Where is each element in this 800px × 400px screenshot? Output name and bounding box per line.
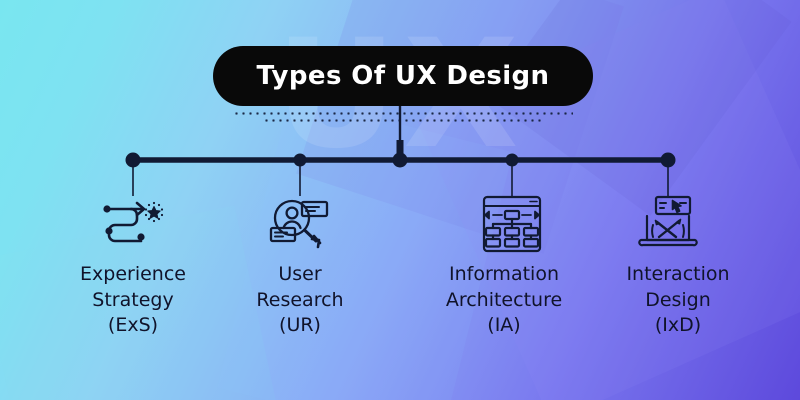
icon-interaction-design[interactable] [636,194,700,254]
label-line-3: (IA) [487,314,521,337]
label-interaction-design: Interaction Design (IxD) [596,262,760,339]
label-line-1: Information [449,263,559,285]
laptop-cursor-pen-pencil-icon [638,195,698,247]
magnifier-person-cards-icon [269,199,329,249]
icon-experience-strategy[interactable] [101,196,165,256]
label-information-architecture: Information Architecture (IA) [414,262,594,339]
label-line-2: Strategy [92,288,174,311]
icon-information-architecture[interactable] [480,194,544,254]
timeline-node-3[interactable] [392,152,408,168]
page-title: Types Of UX Design [256,61,550,91]
icon-user-research[interactable] [268,194,332,254]
browser-sitemap-tree-icon [482,195,542,253]
strategy-path-star-icon [103,201,164,243]
halftone-shadow-secondary [263,117,543,125]
stem-thick-base [396,140,404,162]
label-line-1: Experience [80,263,186,285]
title-pill: Types Of UX Design [213,46,593,106]
label-line-2: Architecture [445,288,563,311]
halftone-shadow [233,110,573,118]
label-line-2: Design [645,288,711,311]
label-line-2: Research [256,288,344,311]
label-line-3: (IxD) [654,314,702,337]
label-line-1: User [278,263,322,285]
label-line-1: Interaction [626,263,730,285]
label-experience-strategy: Experience Strategy (ExS) [43,262,223,339]
label-user-research: User Research (UR) [212,262,388,339]
label-line-3: (ExS) [107,314,159,337]
label-line-3: (UR) [279,314,321,337]
